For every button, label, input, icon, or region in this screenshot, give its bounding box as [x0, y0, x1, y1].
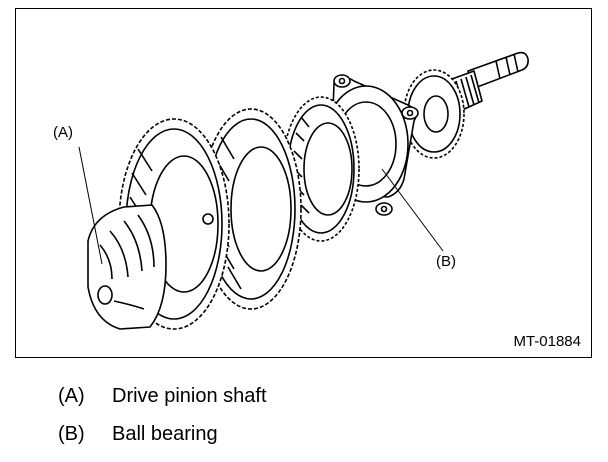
legend-key: (A)	[58, 385, 85, 407]
figure-id: MT-01884	[513, 333, 581, 350]
figure-frame: (A) (B) MT-01884	[15, 8, 592, 358]
shaft-end	[467, 51, 529, 90]
legend-key: (B)	[58, 423, 85, 445]
drive-pinion-head	[87, 204, 167, 330]
callout-a-label: (A)	[53, 124, 73, 141]
leader-lines	[78, 146, 444, 265]
legend-text: Drive pinion shaft	[112, 385, 267, 407]
third-gear	[282, 96, 360, 242]
callout-b-label: (B)	[436, 253, 456, 270]
legend-text: Ball bearing	[112, 423, 218, 445]
drive-pinion-shaft-illustration	[78, 51, 529, 330]
